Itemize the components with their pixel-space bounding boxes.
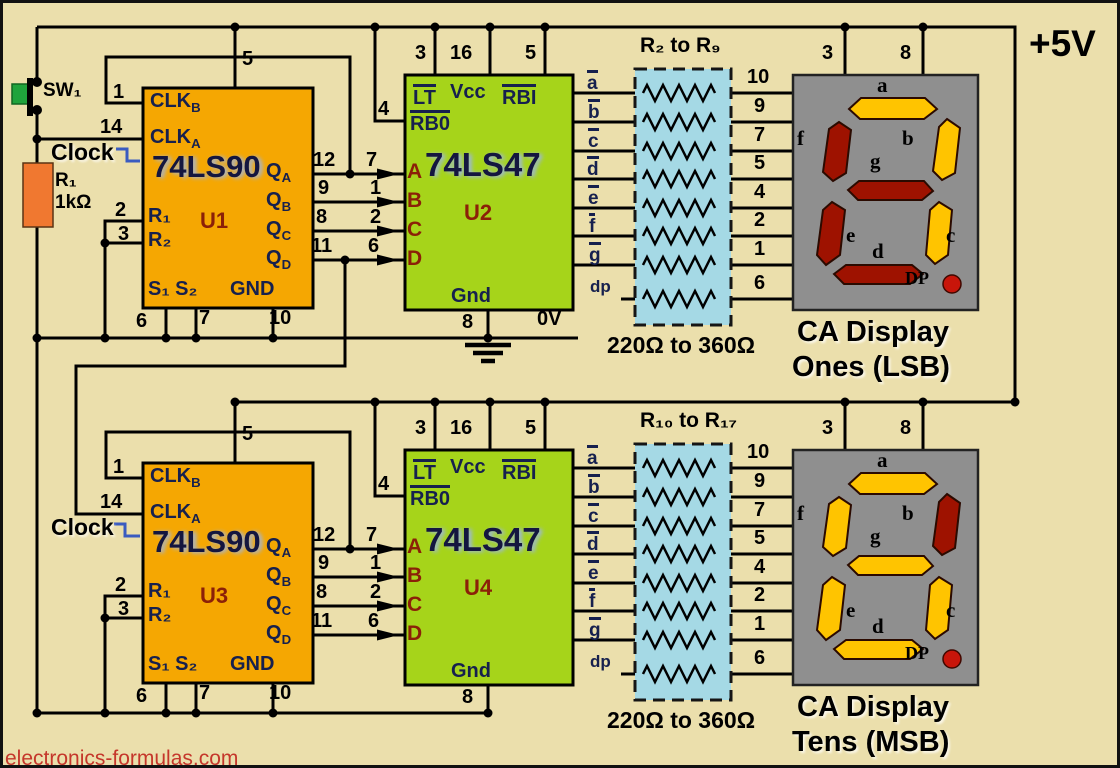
clock-waveform-icon [116,147,140,163]
arrow-icon [377,629,399,641]
link-arrows [377,543,399,641]
segment-e [815,575,847,642]
arrow-icon [377,225,399,237]
junction-dot [32,77,42,87]
segment-b [931,117,962,182]
segment-a [847,472,939,495]
decoder-top-pins-wire [433,402,547,450]
junction-dot [32,105,42,115]
ic-74ls47-body [403,448,575,687]
resistor-network-box [633,442,733,702]
display-segments [815,472,962,660]
segment-f [821,120,853,183]
bcd-link-wires [313,547,405,637]
ic-74ls90-body [141,461,315,685]
reset-pins-wire [103,594,143,713]
segment-wires [573,466,793,676]
section-wires [37,27,925,340]
counter-decoder-display-graphics [32,397,980,718]
circuit-graphics [11,22,1020,718]
segment-c [924,200,954,266]
segment-c [924,575,954,641]
cascade-wire-qd-to-clka [74,260,347,516]
segment-wires [573,91,793,301]
clock-waveform-icons [114,147,140,538]
junction-dots [32,397,928,718]
arrow-icon [377,196,399,208]
reset-pins-wire [103,219,143,338]
junction-dot [32,134,42,144]
plus5v-label: +5V [1029,23,1096,64]
display-top-pins-wire [843,402,925,450]
segment-g [846,180,935,201]
display-top-pins-wire [843,27,925,75]
ic-74ls47-body [403,73,575,312]
resistor-r1-body [22,162,54,228]
decimal-point-dot [942,649,962,669]
qa-to-clkb-loop-wire [104,55,352,174]
rb0-wire [373,402,405,498]
segment-f [821,495,853,558]
display-segments [815,97,962,285]
segment-g [846,555,935,576]
counter-bottom-pins-wire [164,308,275,338]
qa-to-clkb-loop-wire [104,430,352,549]
segment-b [931,492,962,557]
arrow-icon [377,571,399,583]
section-wires [37,402,925,715]
junction-dots [32,22,928,343]
segment-a [847,97,939,120]
arrow-icon [377,168,399,180]
link-arrows [377,168,399,266]
resistor-network-box [633,67,733,327]
bcd-link-wires [313,172,405,262]
arrow-icon [377,543,399,555]
segment-e [815,200,847,267]
ground-symbol [465,342,511,364]
arrow-icon [377,254,399,266]
arrow-icon [377,600,399,612]
rb0-wire [373,27,405,123]
watermark[interactable]: electronics-formulas.com [5,747,239,768]
counter-bottom-pins-wire [164,683,275,713]
vcc-top-bus [37,25,1017,402]
ic-74ls90-body [141,86,315,310]
segment-d [832,264,925,285]
segment-d [832,639,925,660]
decoder-top-pins-wire [433,27,547,75]
clock-waveform-icon [114,522,140,538]
switch-plunger[interactable] [27,78,33,116]
junction-dot [1010,397,1020,407]
counter-decoder-display-graphics [32,22,980,343]
decimal-point-dot [942,274,962,294]
